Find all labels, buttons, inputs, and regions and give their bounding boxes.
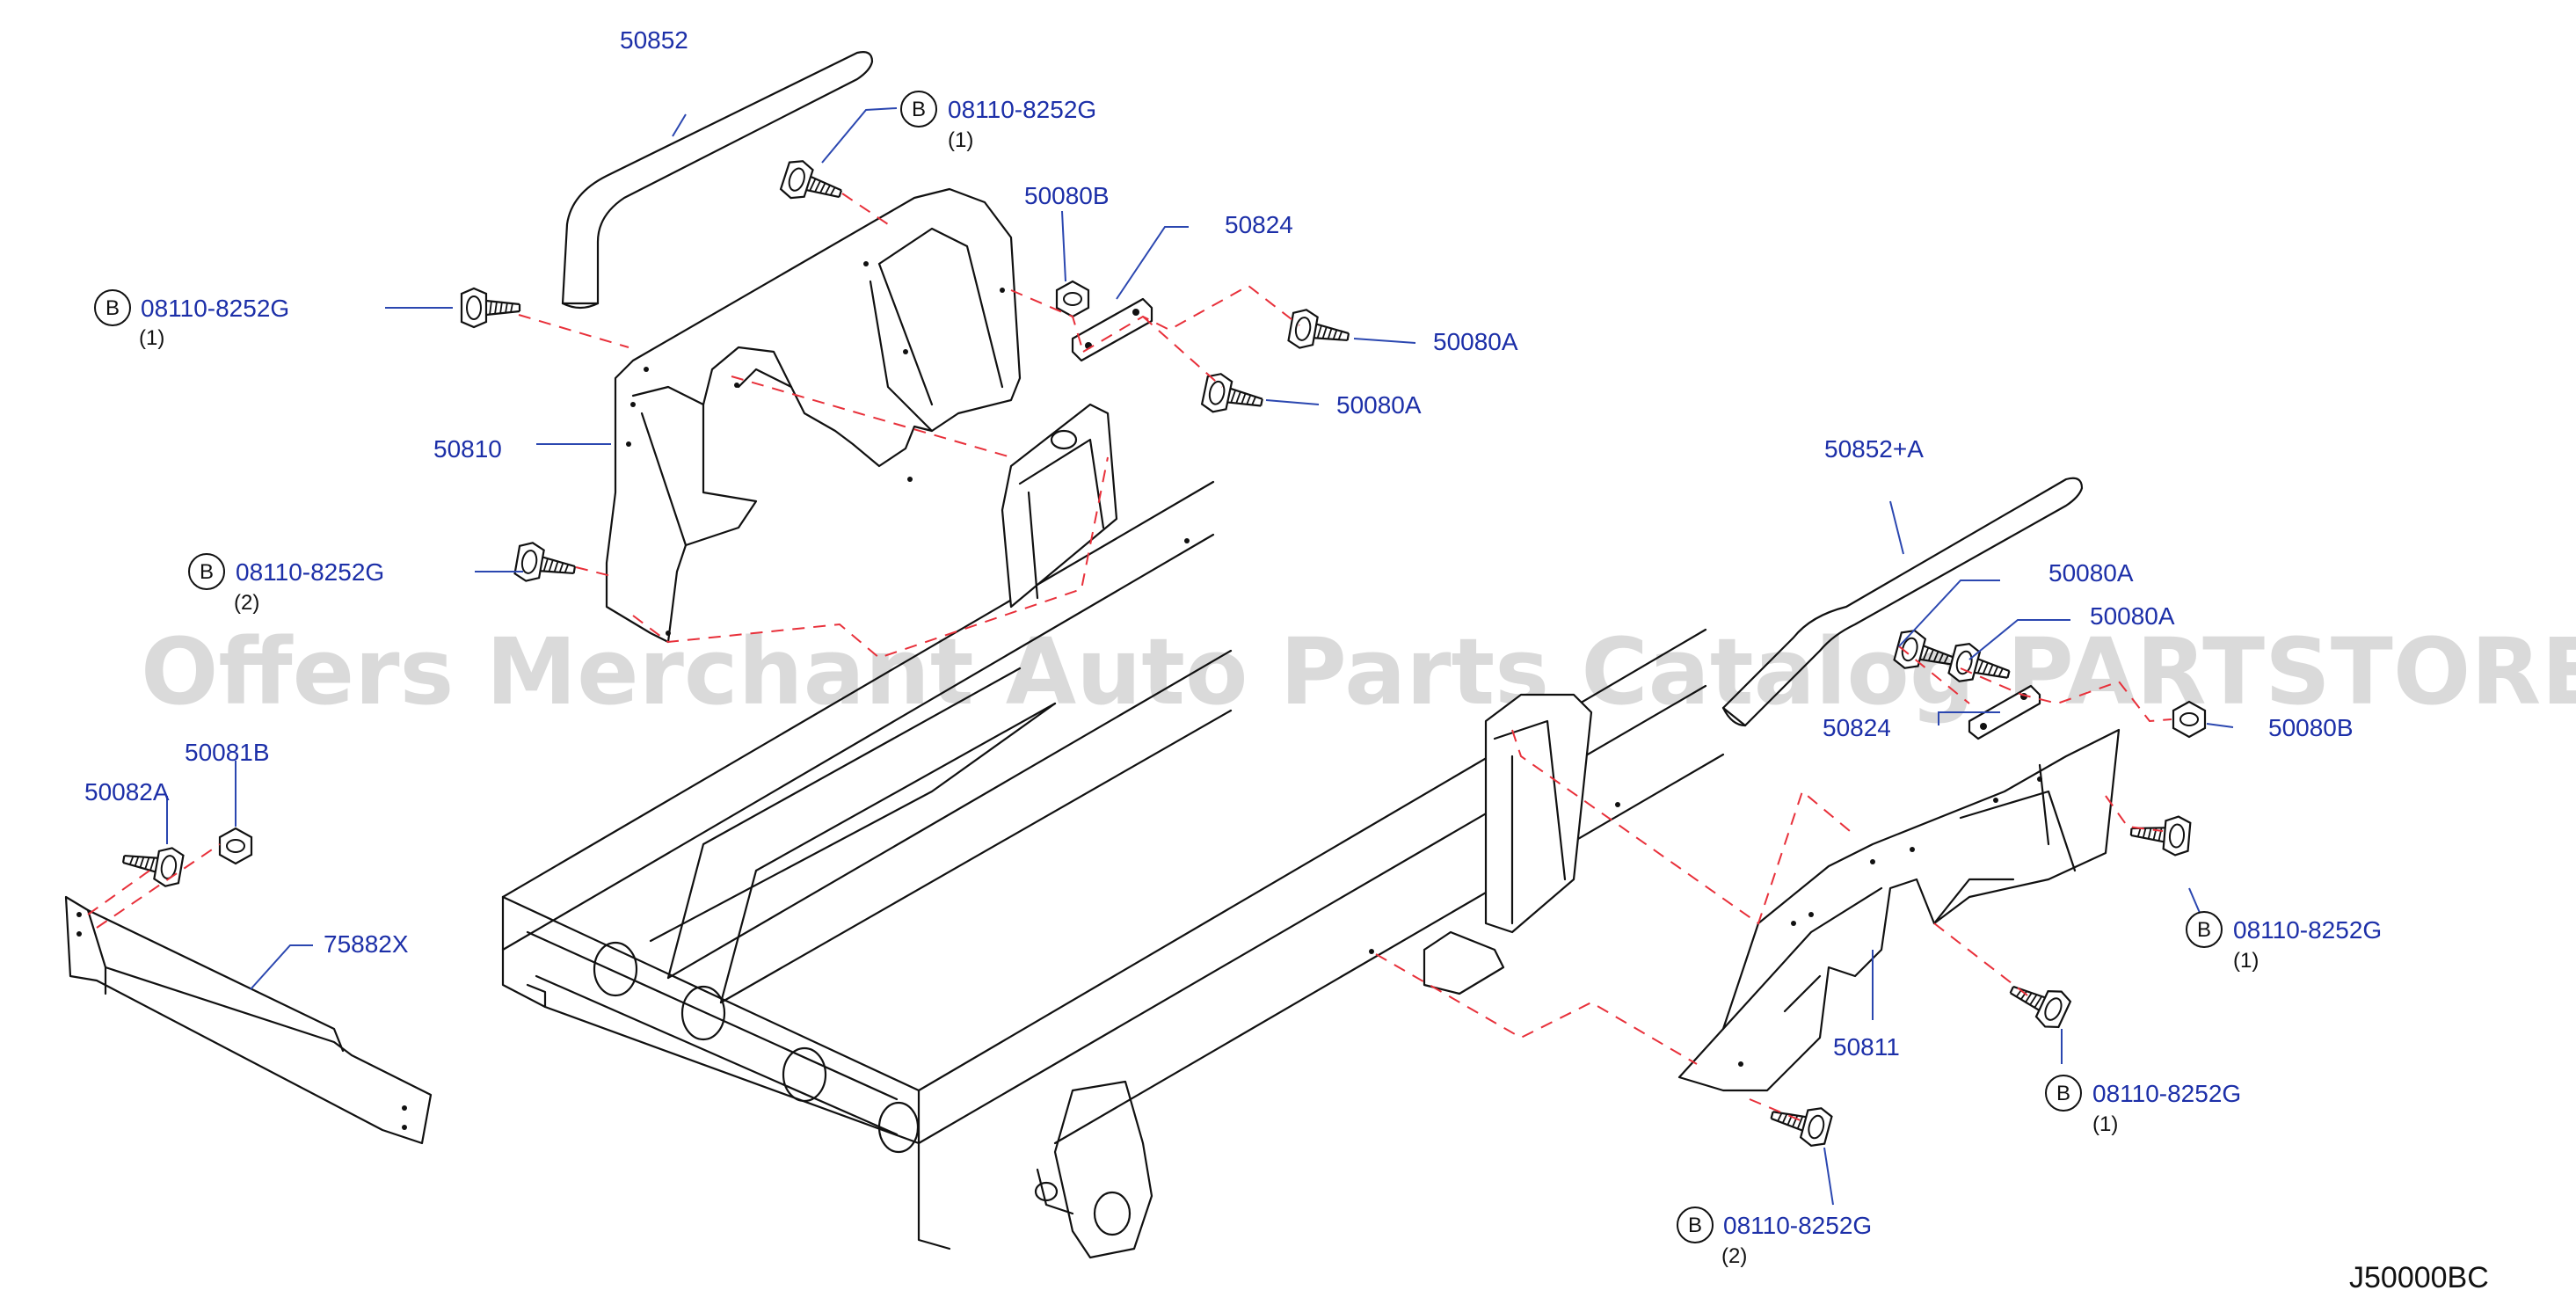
label-75882x: 75882X [324,930,409,958]
label-50824-right: 50824 [1823,714,1891,741]
label-50080b-right: 50080B [2268,714,2354,741]
bolt-marker [2045,1075,2082,1112]
bolt-quantity: (2) [234,591,259,615]
label-50811: 50811 [1833,1033,1900,1061]
bolt-quantity: (1) [139,326,164,350]
svg-text:B: B [912,98,926,121]
svg-text:B: B [106,296,120,320]
diagram-code: J50000BC [2349,1261,2489,1294]
bolt-callout-6: B 08110-8252G (2) [1677,1207,1872,1268]
bolt-part-number: 08110-8252G [1723,1212,1872,1239]
bolt-quantity: (2) [1721,1244,1747,1268]
label-50081b: 50081B [185,739,270,766]
bolt-part-number: 08110-8252G [236,558,384,586]
bolt-marker [94,289,131,326]
watermark: Offers Merchant Auto Parts Catalog PARTS… [141,618,2576,725]
part-labels: 50852 50852+A 50810 50811 50824 50824 50… [84,26,2354,1061]
label-50082a: 50082A [84,778,170,806]
svg-text:B: B [2056,1082,2070,1105]
bolt-marker [2186,911,2223,948]
bolt-part-number: 08110-8252G [2092,1080,2241,1107]
bolt-callout-4: B 08110-8252G (1) [2186,911,2382,973]
part-50811-mudguard [1677,728,2121,1092]
bolt-marker [188,553,225,590]
bolt-marker [1677,1207,1714,1243]
svg-text:B: B [200,560,214,584]
label-50852: 50852 [620,26,688,54]
bolt-marker [900,91,937,128]
bolt-part-number: 08110-8252G [141,295,289,322]
label-50080b-left: 50080B [1024,182,1110,209]
part-50852-tube [561,51,874,310]
bolt-callout-1: B 08110-8252G (1) [900,91,1096,152]
label-50080a-4: 50080A [2090,602,2175,630]
part-75882x-strip [64,895,433,1145]
svg-text:B: B [2197,918,2211,942]
bolt-callout-5: B 08110-8252G (1) [2045,1075,2241,1136]
assembly-lines [87,193,2172,1122]
bolt-part-number: 08110-8252G [2233,916,2382,944]
svg-text:B: B [1688,1214,1702,1237]
part-50852a-tube [1721,477,2084,727]
label-50080a-1: 50080A [1433,328,1518,355]
bolt-quantity: (1) [2233,949,2259,973]
part-50810-mudguard [605,187,1022,644]
frame-rear-section [501,403,1725,1259]
bolt-callout-3: B 08110-8252G (2) [188,553,384,615]
label-50810: 50810 [433,435,502,463]
bolt-quantity: (1) [2092,1112,2118,1136]
bolt-quantity: (1) [948,128,973,152]
bolt-callout-2: B 08110-8252G (1) [94,289,289,350]
leader-lines [166,107,2234,1206]
label-50852a: 50852+A [1824,435,1924,463]
label-50824-left: 50824 [1225,211,1293,238]
bolt-part-number: 08110-8252G [948,96,1096,123]
label-50080a-2: 50080A [1336,391,1422,419]
label-50080a-3: 50080A [2048,559,2134,587]
